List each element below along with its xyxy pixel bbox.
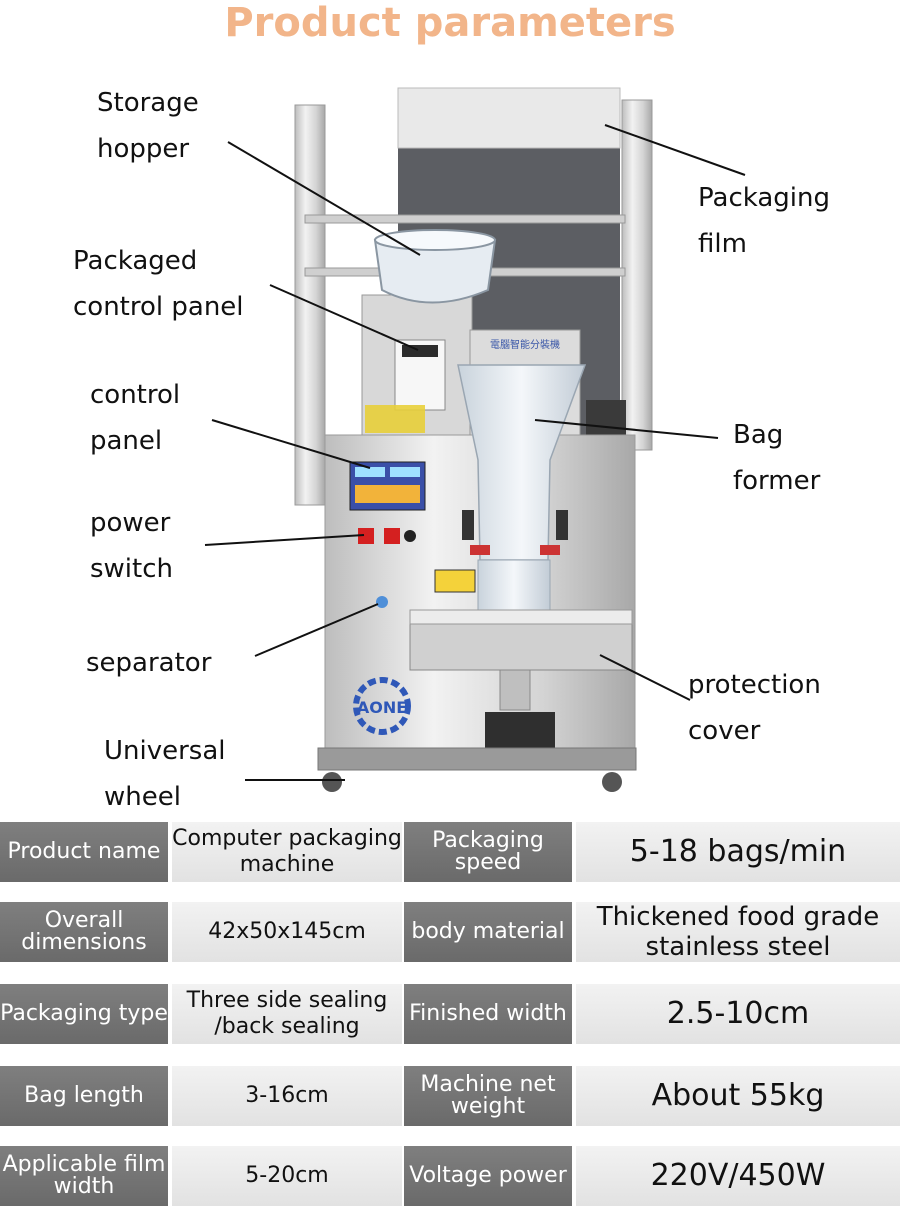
param-value: 3-16cm [172,1066,402,1126]
param-value: 5-18 bags/min [576,822,900,882]
table-row: Applicable film width 5-20cm Voltage pow… [0,1146,900,1206]
label-packaging-film: Packaging film [698,183,830,259]
separator [376,596,388,608]
table-row: Packaging type Three side sealing /back … [0,984,900,1044]
param-value: Three side sealing /back sealing [172,984,402,1044]
label-packaged-control-panel: Packaged control panel [73,246,244,322]
param-label: body material [404,902,572,962]
label-protection-cover: protection cover [688,670,821,746]
param-value: Thickened food grade stainless steel [576,902,900,962]
logo-text: AONE [357,698,407,717]
panel-text: 電腦智能分裝機 [490,338,560,351]
table-row: Bag length 3-16cm Machine net weight Abo… [0,1066,900,1126]
param-value: 220V/450W [576,1146,900,1206]
universal-wheel [322,772,342,792]
label-power-switch: power switch [90,508,174,584]
param-label: Machine net weight [404,1066,572,1126]
param-label: Finished width [404,984,572,1044]
param-label: Bag length [0,1066,168,1126]
machine-illustration: 電腦智能分裝機 AONE [204,87,746,792]
param-value: 5-20cm [172,1146,402,1206]
right-post [621,99,653,451]
left-post [294,104,326,506]
power-switch [358,528,374,544]
label-control-panel: control panel [90,380,181,456]
label-storage-hopper: Storage hopper [97,88,199,164]
aone-logo [353,677,411,735]
param-label: Voltage power [404,1146,572,1206]
param-label: Packaging speed [404,822,572,882]
param-value: 2.5-10cm [576,984,900,1044]
page-title: Product parameters [224,0,676,46]
label-universal-wheel: Universal wheel [104,736,226,812]
table-row: Overall dimensions 42x50x145cm body mate… [0,902,900,962]
param-label: Overall dimensions [0,902,168,962]
param-value: Computer packaging machine [172,822,402,882]
param-label: Applicable film width [0,1146,168,1206]
param-value: 42x50x145cm [172,902,402,962]
label-separator: separator [86,648,212,678]
param-label: Packaging type [0,984,168,1044]
table-row: Product name Computer packaging machine … [0,822,900,882]
param-label: Product name [0,822,168,882]
param-value: About 55kg [576,1066,900,1126]
label-bag-former: Bag former [733,420,821,496]
storage-hopper [373,239,497,304]
